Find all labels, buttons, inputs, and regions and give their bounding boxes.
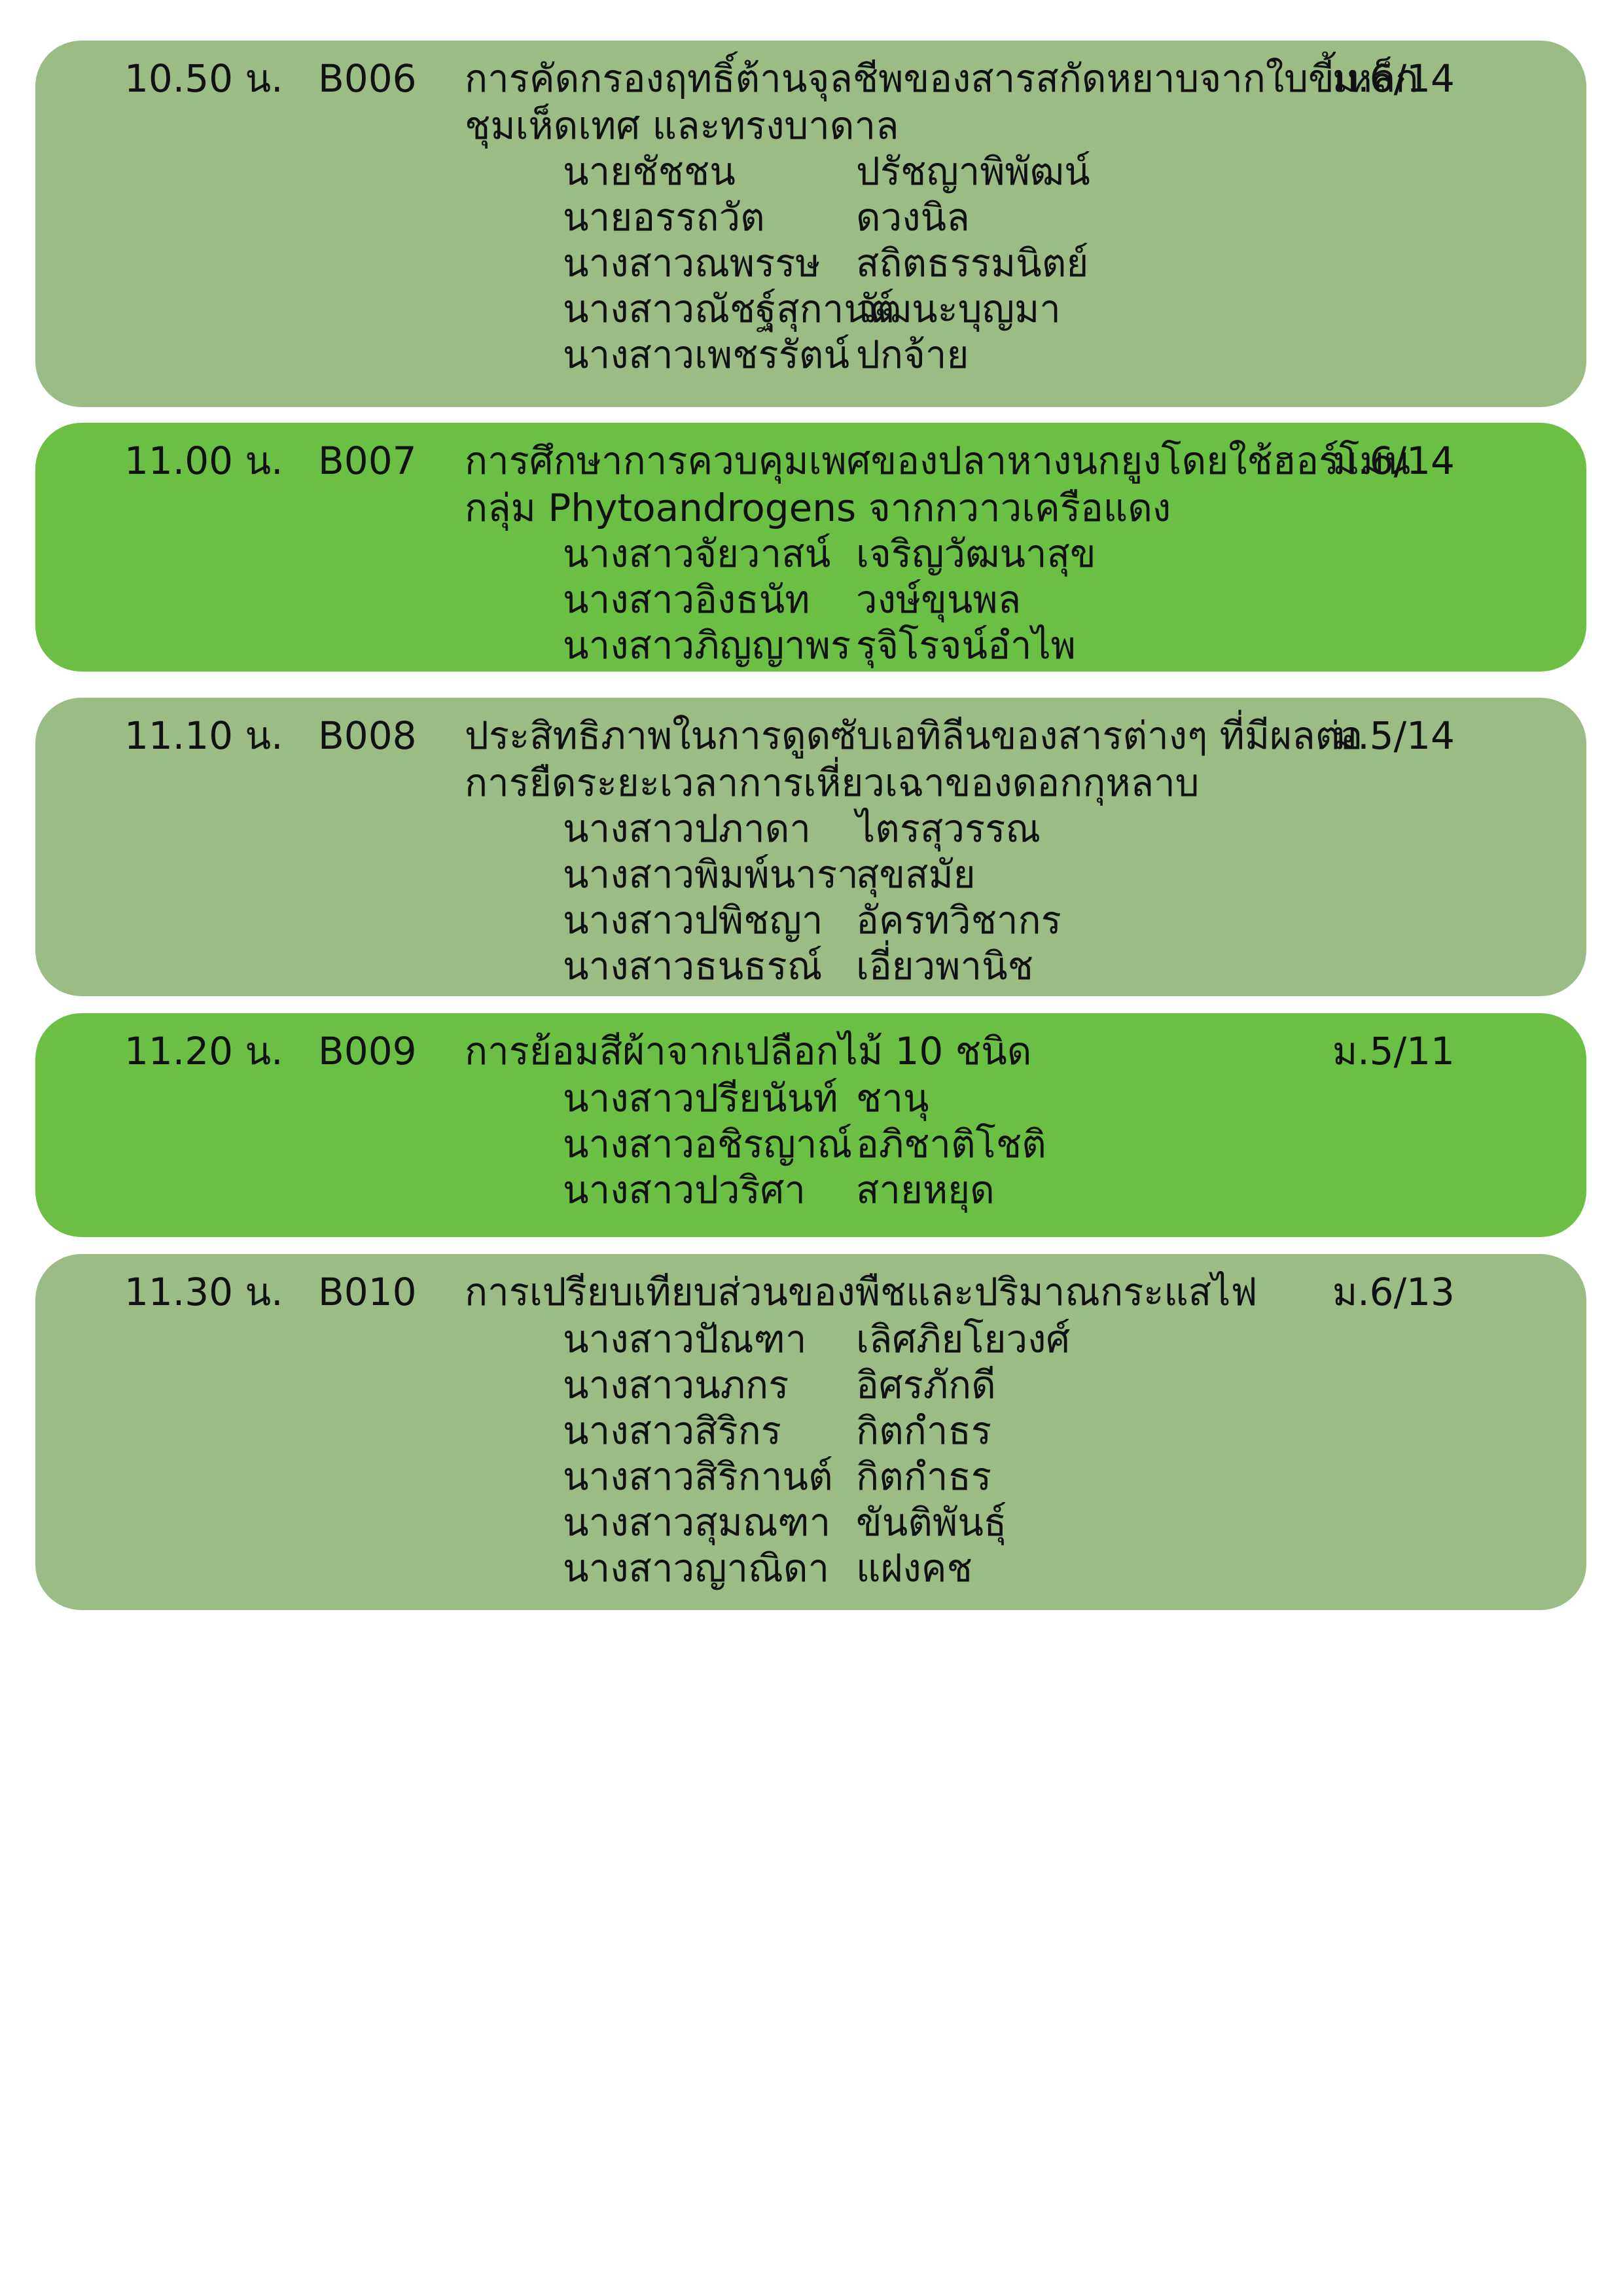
entry-class: ม.6/14 [1332,56,1455,101]
entry-class: ม.5/11 [1332,1029,1455,1073]
member-last-name: กิตกำธร [856,1408,992,1453]
member-row: นายอรรถวัต ดวงนิล [35,194,1586,241]
member-last-name: วงษ์ขุนพล [856,577,1022,622]
entry-time: 11.10 น. [124,713,283,758]
member-last-name: อัครทวิชากร [856,898,1061,942]
member-last-name: ไตรสุวรรณ [856,806,1041,851]
member-last-name: ปกจ้าย [856,332,969,377]
entry-card-b006: 10.50 น. B006 การคัดกรองฤทธิ์ต้านจุลชีพข… [35,41,1586,407]
member-first-name: นางสาวณพรรษ [563,241,821,285]
member-first-name: นางสาวธนธรณ์ [563,944,823,988]
entry-code: B008 [318,713,417,758]
entry-title-line: การศึกษาการควบคุมเพศของปลาหางนกยูงโดยใช้… [465,439,1411,483]
member-row: นางสาวปัณฑา เลิศภิยโยวงศ์ [35,1316,1586,1363]
member-last-name: อิศรภักดี [856,1363,996,1407]
member-row: นางสาวพิมพ์นารา สุขสมัย [35,851,1586,898]
member-last-name: สายหยุด [856,1168,995,1212]
member-row: นางสาวจัยวาสน์ เจริญวัฒนาสุข [35,530,1586,577]
member-last-name: ปรัชญาพิพัฒน์ [856,149,1090,194]
member-first-name: นางสาวอชิรญาณ์ [563,1122,853,1166]
member-first-name: นางสาวสุมณฑา [563,1500,831,1545]
entry-title-line: การยืดระยะเวลาการเหี่ยวเฉาของดอกกุหลาบ [465,761,1200,805]
member-last-name: ชานุ [856,1076,929,1121]
entry-title: การศึกษาการควบคุมเพศของปลาหางนกยูงโดยใช้… [465,437,1410,531]
member-last-name: แฝงคช [856,1546,972,1590]
member-first-name: นางสาวจัยวาสน์ [563,531,831,576]
entry-title-line: การย้อมสีผ้าจากเปลือกไม้ 10 ชนิด [465,1029,1032,1073]
member-first-name: นางสาวปพิชญา [563,898,823,942]
member-row: นางสาวเพชรรัตน์ ปกจ้าย [35,331,1586,378]
member-first-name: นางสาวพิมพ์นารา [563,852,859,897]
member-row: นางสาวสุมณฑา ขันติพันธุ์ [35,1499,1586,1546]
member-row: นางสาวนภกร อิศรภักดี [35,1361,1586,1408]
member-last-name: สุขสมัย [856,852,976,897]
member-last-name: เอี่ยวพานิช [856,944,1034,988]
entry-card-b010: 11.30 น. B010 การเปรียบเทียบส่วนของพืชแล… [35,1254,1586,1610]
entry-class: ม.6/14 [1332,439,1455,483]
member-first-name: นางสาวสิริกานต์ [563,1454,833,1499]
member-first-name: นายชัชชน [563,149,736,194]
member-row: นางสาวปวริศา สายหยุด [35,1166,1586,1213]
member-row: นายชัชชน ปรัชญาพิพัฒน์ [35,148,1586,195]
member-first-name: นางสาวปภาดา [563,806,811,851]
entry-title-line: กลุ่ม Phytoandrogens จากกวาวเครือแดง [465,486,1171,530]
member-row: นางสาวอิงธนัท วงษ์ขุนพล [35,576,1586,623]
member-last-name: วัฒนะบุญมา [856,287,1061,331]
member-last-name: เลิศภิยโยวงศ์ [856,1317,1071,1361]
member-first-name: นายอรรถวัต [563,195,765,240]
entry-title: การเปรียบเทียบส่วนของพืชและปริมาณกระแสไฟ [465,1268,1257,1316]
entry-code: B006 [318,56,417,101]
member-row: นางสาวญาณิดา แฝงคช [35,1545,1586,1592]
entry-code: B009 [318,1029,417,1073]
member-last-name: เจริญวัฒนาสุข [856,531,1096,576]
entry-title: การคัดกรองฤทธิ์ต้านจุลชีพของสารสกัดหยาบจ… [465,55,1418,149]
member-last-name: รุจิโรจน์อำไพ [856,623,1076,668]
entry-card-b007: 11.00 น. B007 การศึกษาการควบคุมเพศของปลา… [35,423,1586,672]
member-row: นางสาวปพิชญา อัครทวิชากร [35,897,1586,944]
entry-code: B007 [318,439,417,483]
member-first-name: นางสาวภิญญาพร [563,623,851,668]
member-first-name: นางสาวปัณฑา [563,1317,807,1361]
member-last-name: อภิชาติโชติ [856,1122,1046,1166]
entry-title: การย้อมสีผ้าจากเปลือกไม้ 10 ชนิด [465,1028,1031,1075]
entry-title: ประสิทธิภาพในการดูดซับเอทิลีนของสารต่างๆ… [465,712,1363,806]
entry-time: 11.30 น. [124,1270,283,1314]
member-row: นางสาวปรียนันท์ ชานุ [35,1075,1586,1122]
member-row: นางสาวปภาดา ไตรสุวรรณ [35,805,1586,852]
entry-time: 11.20 น. [124,1029,283,1073]
member-last-name: ขันติพันธุ์ [856,1500,1007,1545]
member-first-name: นางสาวอิงธนัท [563,577,810,622]
entry-class: ม.5/14 [1332,713,1455,758]
entry-card-b009: 11.20 น. B009 การย้อมสีผ้าจากเปลือกไม้ 1… [35,1013,1586,1237]
member-last-name: ดวงนิล [856,195,970,240]
member-first-name: นางสาวญาณิดา [563,1546,830,1590]
member-first-name: นางสาวเพชรรัตน์ [563,332,850,377]
member-row: นางสาวณัชฐ์สุกานต์ วัฒนะบุญมา [35,285,1586,332]
member-first-name: นางสาวปรียนันท์ [563,1076,838,1121]
entry-title-line: การคัดกรองฤทธิ์ต้านจุลชีพของสารสกัดหยาบจ… [465,56,1419,101]
member-first-name: นางสาวณัชฐ์สุกานต์ [563,287,895,331]
member-row: นางสาวสิริกร กิตกำธร [35,1407,1586,1454]
member-first-name: นางสาวสิริกร [563,1408,781,1453]
member-row: นางสาวธนธรณ์ เอี่ยวพานิช [35,942,1586,990]
member-row: นางสาวณพรรษ สถิตธรรมนิตย์ [35,240,1586,287]
member-last-name: สถิตธรรมนิตย์ [856,241,1089,285]
member-row: นางสาวภิญญาพร รุจิโรจน์อำไพ [35,622,1586,669]
member-last-name: กิตกำธร [856,1454,992,1499]
entry-title-line: ชุมเห็ดเทศ และทรงบาดาล [465,103,899,148]
member-first-name: นางสาวนภกร [563,1363,789,1407]
entry-title-line: การเปรียบเทียบส่วนของพืชและปริมาณกระแสไฟ [465,1270,1258,1314]
member-row: นางสาวอชิรญาณ์ อภิชาติโชติ [35,1121,1586,1168]
entry-title-line: ประสิทธิภาพในการดูดซับเอทิลีนของสารต่างๆ… [465,713,1363,758]
entry-time: 11.00 น. [124,439,283,483]
member-row: นางสาวสิริกานต์ กิตกำธร [35,1453,1586,1500]
entry-code: B010 [318,1270,417,1314]
entry-class: ม.6/13 [1332,1270,1455,1314]
entry-time: 10.50 น. [124,56,283,101]
member-first-name: นางสาวปวริศา [563,1168,806,1212]
entry-card-b008: 11.10 น. B008 ประสิทธิภาพในการดูดซับเอทิ… [35,698,1586,996]
